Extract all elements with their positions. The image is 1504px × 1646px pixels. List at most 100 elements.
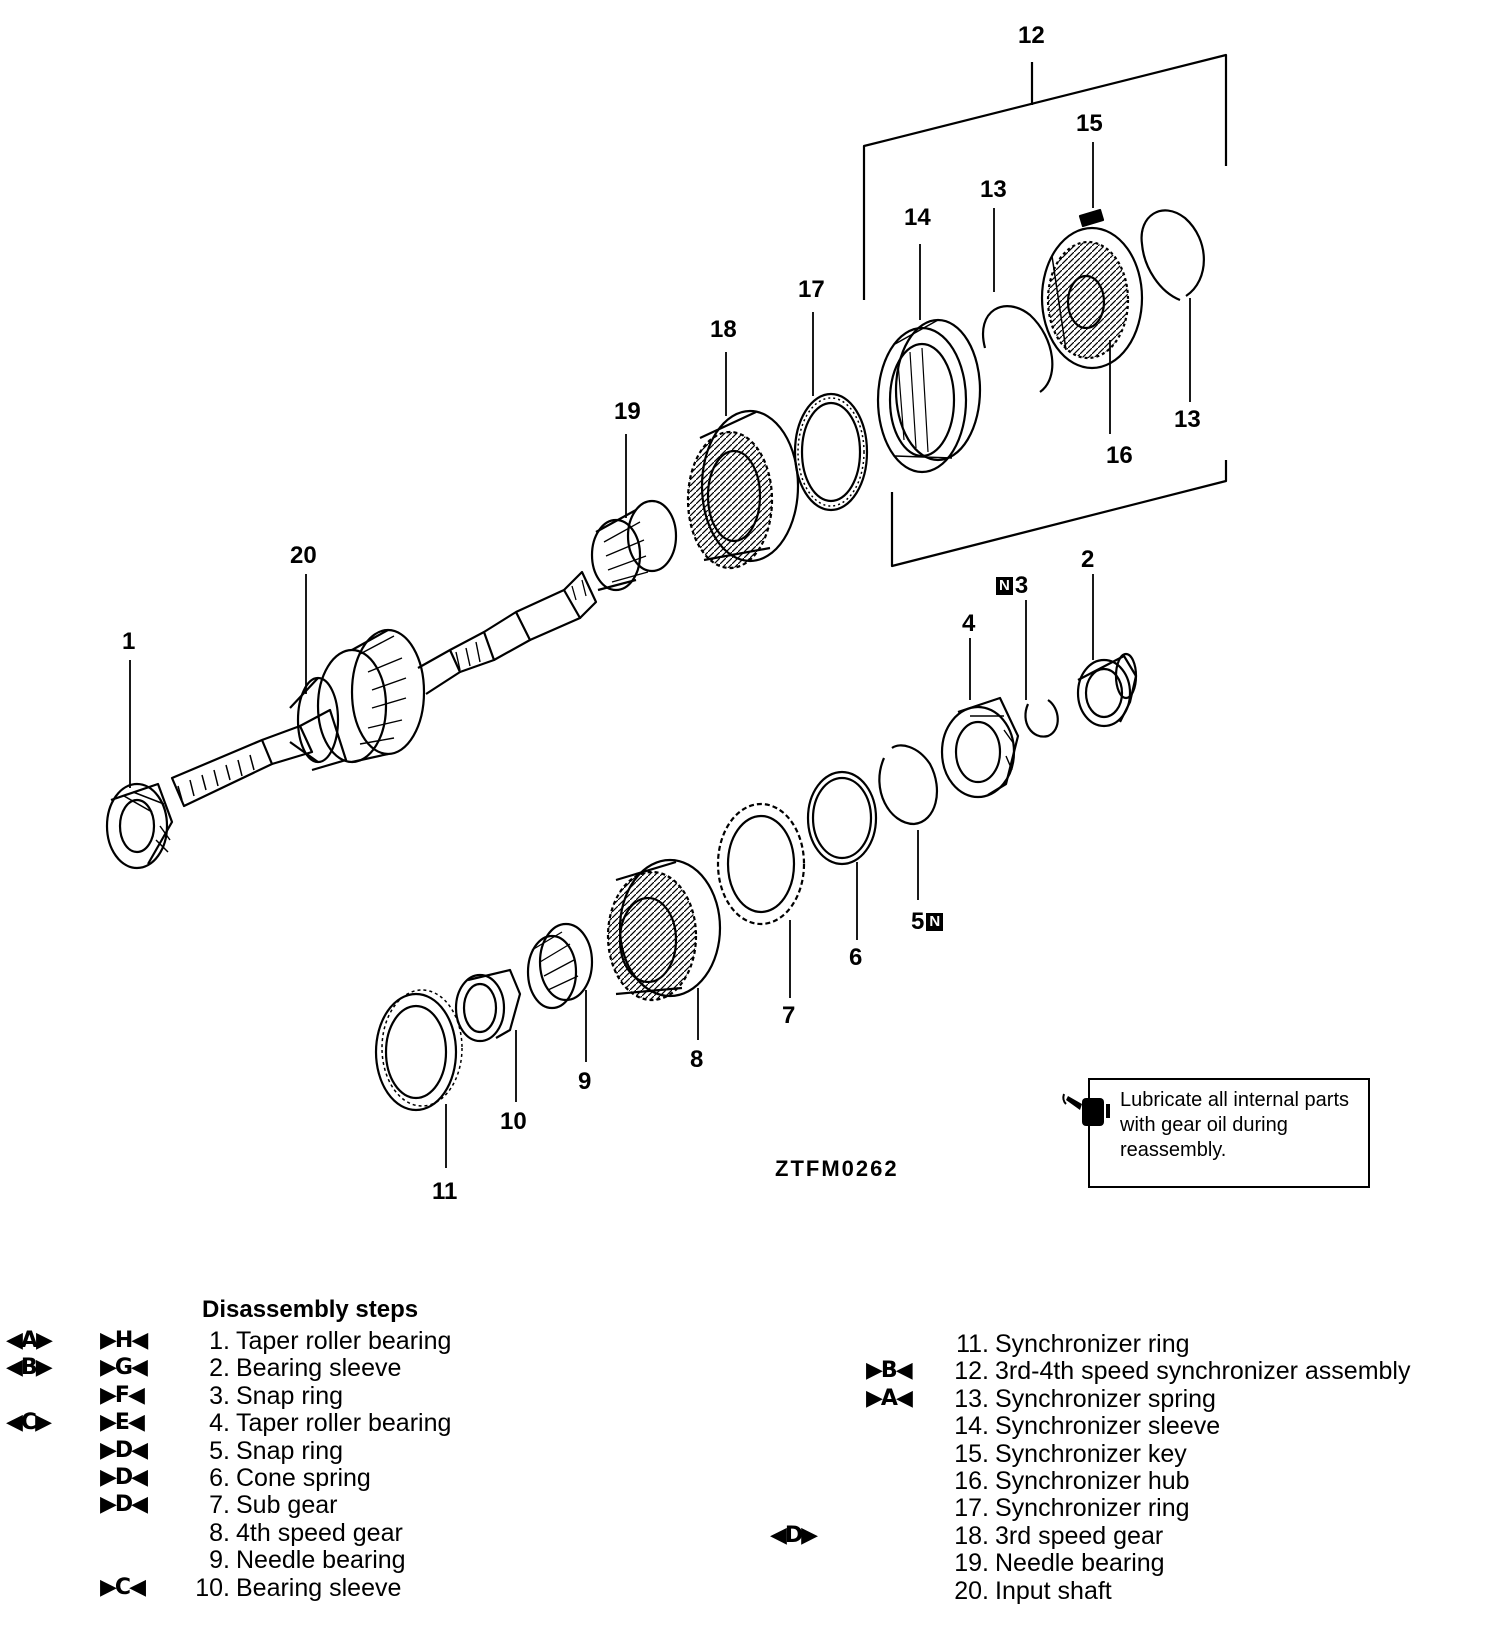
step-number: 16. <box>954 1467 989 1495</box>
callout-16: 16 <box>1106 442 1133 469</box>
service-mark: ▶D◀ <box>100 1492 148 1518</box>
service-mark: ◀C▶ <box>6 1410 52 1436</box>
step-number: 9. <box>209 1546 230 1575</box>
part-17-synchronizer-ring <box>793 392 869 512</box>
step-number: 19. <box>954 1549 989 1578</box>
lubrication-note-text: Lubricate all internal parts with gear o… <box>1120 1089 1350 1161</box>
step-label: Snap ring <box>236 1436 344 1465</box>
part-13-synchronizer-spring <box>1140 209 1205 302</box>
step-item: 15.Synchronizer key <box>954 1439 1187 1468</box>
callout-7: 7 <box>782 1002 796 1029</box>
callout-4: 4 <box>962 610 976 637</box>
part-4-taper-roller-bearing <box>940 696 1020 799</box>
part-9-needle-bearing <box>526 922 594 1010</box>
step-number: 13. <box>954 1384 989 1413</box>
service-mark: ▶C◀ <box>100 1574 146 1600</box>
step-number: 2. <box>209 1354 230 1383</box>
step-label: Synchronizer hub <box>995 1467 1190 1495</box>
step-item: 4.Taper roller bearing <box>209 1410 451 1437</box>
step-item: 7.Sub gear <box>209 1492 337 1519</box>
disassembly-steps-title: Disassembly steps <box>202 1296 419 1323</box>
callout-10: 10 <box>500 1108 527 1135</box>
callout-9: 9 <box>578 1068 592 1095</box>
step-label: 4th speed gear <box>236 1518 403 1547</box>
step-number: 17. <box>954 1494 989 1523</box>
step-item: 9.Needle bearing <box>209 1546 406 1575</box>
step-item: 13.Synchronizer spring <box>954 1385 1216 1413</box>
step-number: 12. <box>954 1357 989 1386</box>
step-item: 17.Synchronizer ring <box>954 1494 1190 1523</box>
callout-6: 6 <box>849 944 863 971</box>
part-8-4th-speed-gear <box>606 858 722 1002</box>
part-1-taper-roller-bearing <box>105 782 174 870</box>
step-label: Cone spring <box>236 1464 371 1492</box>
step-label: Needle bearing <box>236 1546 406 1575</box>
new-part-badge: N <box>996 577 1013 595</box>
service-mark: ▶F◀ <box>100 1382 145 1408</box>
oil-can-icon <box>1062 1093 1110 1126</box>
step-item: 2.Bearing sleeve <box>209 1354 402 1383</box>
step-number: 1. <box>209 1327 230 1355</box>
part-5-snap-ring <box>878 744 938 826</box>
step-item: 3.Snap ring <box>209 1382 343 1410</box>
step-label: Bearing sleeve <box>236 1354 402 1383</box>
step-item: 20.Input shaft <box>954 1577 1112 1605</box>
exploded-view-diagram <box>105 53 1228 1168</box>
step-label: 3rd-4th speed synchronizer assembly <box>995 1357 1411 1386</box>
leader-lines <box>129 142 1191 1168</box>
step-item: 11.Synchronizer ring <box>956 1331 1189 1358</box>
callout-5-label: 5 <box>911 908 925 935</box>
step-item: 14.Synchronizer sleeve <box>954 1412 1221 1441</box>
service-mark: ◀B▶ <box>6 1355 53 1381</box>
step-label: 3rd speed gear <box>995 1521 1164 1550</box>
part-3-snap-ring <box>1024 699 1059 738</box>
part-16-synchronizer-hub <box>1040 226 1144 370</box>
step-number: 15. <box>954 1439 989 1468</box>
step-number: 7. <box>209 1491 230 1520</box>
service-mark: ▶D◀ <box>100 1465 148 1490</box>
step-label: Bearing sleeve <box>236 1573 402 1602</box>
callout-13: 13 <box>980 176 1007 203</box>
step-item: 5.Snap ring <box>209 1436 344 1465</box>
callout-18: 18 <box>710 316 737 343</box>
step-number: 20. <box>954 1576 989 1605</box>
service-mark: ◀A▶ <box>6 1328 53 1353</box>
part-19-needle-bearing <box>590 499 678 592</box>
callout-12: 12 <box>1018 22 1045 49</box>
service-mark: ▶H◀ <box>100 1328 148 1353</box>
step-number: 6. <box>209 1464 230 1492</box>
service-mark: ◀D▶ <box>770 1522 818 1548</box>
part-14-synchronizer-sleeve <box>876 318 982 474</box>
step-item: 19.Needle bearing <box>954 1549 1165 1578</box>
callout-15: 15 <box>1076 110 1103 137</box>
part-6-cone-spring <box>806 770 878 866</box>
part-13-synchronizer-spring <box>982 305 1054 393</box>
callout-3-label: 3 <box>1014 572 1029 599</box>
synchronizer-assembly-bracket <box>862 53 1228 568</box>
step-number: 4. <box>209 1409 230 1438</box>
step-number: 8. <box>209 1518 230 1547</box>
step-label: Synchronizer ring <box>995 1494 1190 1523</box>
callout-17: 17 <box>798 276 825 303</box>
part-20-input-shaft <box>170 570 598 808</box>
service-mark: ▶B◀ <box>866 1358 913 1384</box>
step-item: 8.4th speed gear <box>209 1518 403 1547</box>
step-number: 18. <box>954 1521 989 1550</box>
service-mark: ▶E◀ <box>100 1410 145 1436</box>
part-18-3rd-speed-gear <box>686 409 800 570</box>
callout-19: 19 <box>614 398 641 425</box>
step-label: Synchronizer sleeve <box>995 1412 1221 1441</box>
step-number: 3. <box>209 1381 230 1410</box>
part-10-bearing-sleeve <box>454 968 522 1043</box>
step-number: 11. <box>956 1330 989 1358</box>
callout-2: 2 <box>1081 546 1095 573</box>
step-label: Needle bearing <box>995 1549 1165 1578</box>
callout-20: 20 <box>290 542 317 569</box>
step-label: Synchronizer key <box>995 1439 1187 1468</box>
callout-13: 13 <box>1174 406 1201 433</box>
new-part-badge: N <box>926 913 944 931</box>
lubrication-note-box <box>1088 1078 1370 1188</box>
part-2-bearing-sleeve <box>1076 652 1138 728</box>
